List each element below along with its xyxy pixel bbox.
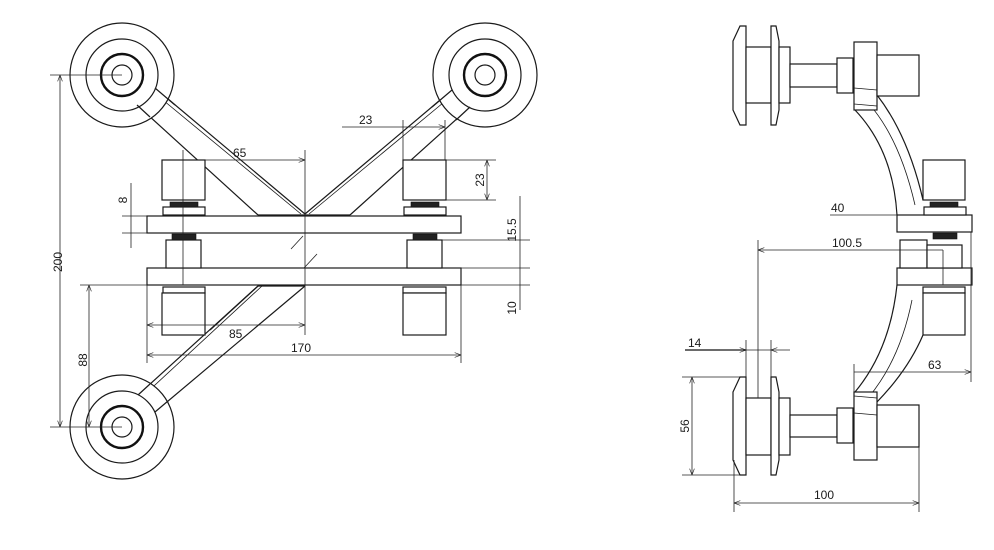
- front-view: 200 88 65 23 23 8: [50, 22, 538, 480]
- dimension-label: 85: [229, 327, 243, 341]
- glass-clamp-bottom: [732, 376, 920, 476]
- spring-icon: [410, 201, 440, 208]
- dimension-label: 63: [928, 358, 942, 372]
- spring-icon: [929, 201, 959, 208]
- cylinder-upper-left: [161, 159, 206, 201]
- side-cylinder-lower: [922, 292, 966, 336]
- dimension-100-5: 100.5: [757, 236, 944, 398]
- dimension-label: 170: [291, 341, 311, 355]
- block-left: [165, 239, 202, 269]
- dimension-label: 88: [76, 353, 90, 367]
- cylinder-lower-right: [402, 292, 447, 336]
- dimension-label: 100.5: [832, 236, 862, 250]
- dimension-40: 40: [830, 201, 897, 216]
- dimension-14: 14: [685, 336, 790, 377]
- side-upper-plate: [896, 214, 973, 233]
- dimension-label: 65: [233, 146, 247, 160]
- spring-icon: [932, 232, 958, 240]
- dimension-85: 85: [147, 325, 305, 341]
- dimension-8: 8: [116, 183, 147, 248]
- dimension-23-arm: 23: [342, 113, 446, 160]
- dimension-label: 200: [51, 252, 65, 272]
- dimension-63: 63: [853, 232, 972, 392]
- dimension-label: 10: [505, 301, 519, 315]
- spring-icon: [169, 201, 199, 208]
- side-cylinder-upper: [922, 159, 966, 201]
- spring-icon: [171, 233, 197, 241]
- dimension-label: 23: [473, 173, 487, 187]
- dimension-100: 100: [733, 447, 920, 512]
- dimension-200: 200: [50, 74, 122, 428]
- side-view: 40 100.5 14 63 56: [678, 25, 973, 512]
- dimension-label: 15.5: [505, 218, 519, 242]
- dimension-label: 40: [831, 201, 845, 215]
- block-right: [406, 239, 443, 269]
- dimension-label: 100: [814, 488, 834, 502]
- side-lower-plate: [896, 267, 973, 286]
- cylinder-lower-left: [161, 292, 206, 336]
- disc-top-right: [432, 22, 538, 128]
- glass-clamp-top: [732, 25, 920, 126]
- cylinder-upper-right: [402, 159, 447, 201]
- dimension-23-cylinder: 23: [446, 159, 496, 201]
- dimension-label: 14: [688, 336, 702, 350]
- dimension-170: 170: [146, 285, 462, 363]
- dimension-label: 56: [678, 419, 692, 433]
- upper-plate: [146, 215, 462, 234]
- dimension-15-5: 15.5 10: [442, 196, 530, 315]
- lower-plate: [146, 267, 462, 286]
- spring-icon: [412, 233, 438, 241]
- dimension-88: 88: [76, 284, 147, 427]
- dimension-65: 65: [205, 146, 305, 160]
- dimension-label: 8: [116, 196, 130, 203]
- dimension-label: 23: [359, 113, 373, 127]
- dimension-56: 56: [678, 376, 740, 476]
